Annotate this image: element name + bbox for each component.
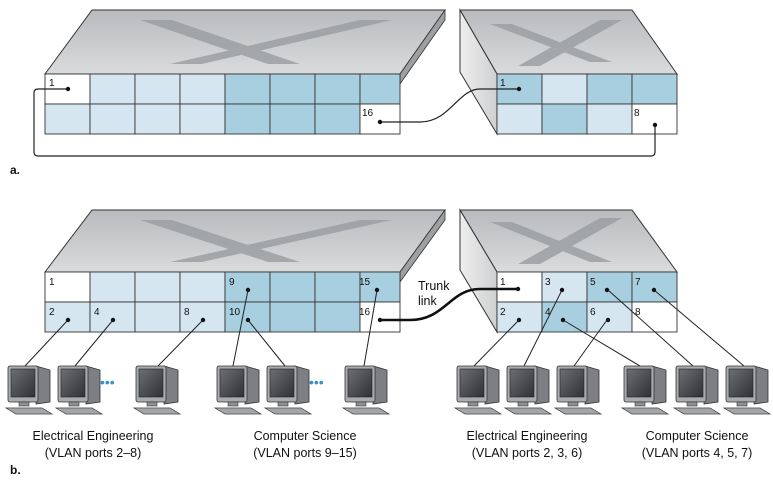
switch-a2-ports (496, 73, 678, 135)
group-name: Electrical Engineering (33, 429, 154, 443)
computer-icon (5, 365, 53, 415)
port-label: 8 (635, 307, 641, 318)
group-name: Computer Science (646, 429, 749, 443)
group-name: Computer Science (254, 429, 357, 443)
port-label: 5 (590, 277, 596, 288)
group-ports: (VLAN ports 2–8) (45, 446, 142, 460)
switch-b2: 1 2 3 4 5 6 7 8 (459, 208, 678, 334)
port-label: 3 (545, 277, 551, 288)
computer-icon (454, 365, 502, 415)
switch-b2-ports (496, 271, 678, 333)
part-a-cables (33, 88, 656, 157)
port-label: 16 (359, 307, 371, 318)
computer-icon (55, 365, 103, 415)
switch-a1: 1 16 (44, 8, 446, 135)
computer-icon (133, 365, 181, 415)
port-label: 9 (229, 277, 235, 288)
computer-icon (673, 365, 721, 415)
group-ports: (VLAN ports 9–15) (253, 446, 357, 460)
ellipsis: ••• (309, 374, 324, 390)
port-label: 1 (49, 78, 55, 89)
part-b-label: b. (10, 463, 21, 477)
port-label: 1 (500, 277, 506, 288)
switch-a1-ports (44, 73, 401, 135)
trunk-link (380, 287, 518, 322)
port-label: 16 (362, 108, 374, 119)
ellipsis: ••• (100, 374, 115, 390)
computer-icon (342, 365, 390, 415)
switch-b2-x-mark (490, 218, 622, 264)
switch-a2-x-mark (490, 20, 622, 66)
computer-icon (621, 365, 669, 415)
group-ports: (VLAN ports 2, 3, 6) (472, 446, 582, 460)
port-label: 15 (359, 277, 371, 288)
port-label: 7 (635, 277, 641, 288)
switch-a1-x-mark (140, 20, 392, 64)
switch-b1-x-mark (140, 220, 392, 262)
port-label: 10 (229, 307, 241, 318)
part-a-label: a. (10, 163, 20, 177)
group-ports: (VLAN ports 4, 5, 7) (642, 446, 752, 460)
port-label: 8 (184, 307, 190, 318)
host-cables (24, 289, 745, 367)
switch-a2: 1 8 (459, 8, 678, 136)
switch-b1: 1 2 4 8 9 10 15 16 (43, 208, 446, 333)
trunk-label: Trunk (418, 279, 450, 293)
port-label: 1 (500, 78, 506, 89)
port-label: 6 (590, 307, 596, 318)
port-label: 1 (49, 277, 55, 288)
host-computers (5, 365, 771, 415)
port-label: 2 (49, 307, 55, 318)
port-label: 4 (545, 307, 551, 318)
group-name: Electrical Engineering (467, 429, 588, 443)
computer-icon (504, 365, 552, 415)
computer-icon (554, 365, 602, 415)
switch-b1-ports (44, 271, 401, 333)
trunk-label: link (418, 294, 438, 308)
computer-icon (723, 365, 771, 415)
port-label: 4 (94, 307, 100, 318)
computer-icon (214, 365, 262, 415)
port-label: 2 (500, 307, 506, 318)
port-label: 8 (634, 108, 640, 119)
computer-icon (264, 365, 312, 415)
